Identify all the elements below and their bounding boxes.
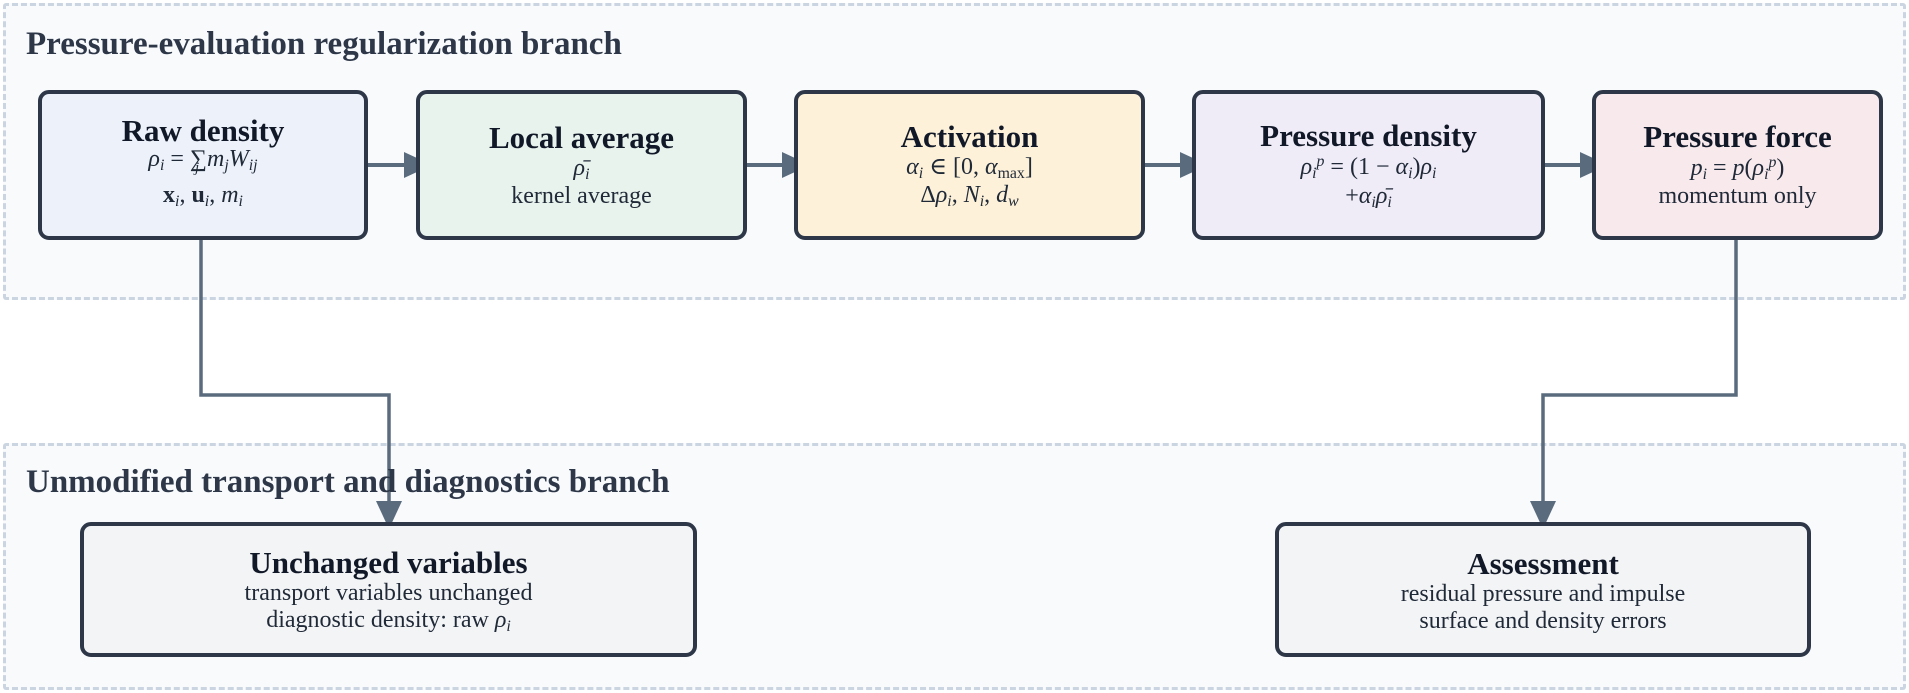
transport-diagnostics-branch-title: Unmodified transport and diagnostics bra… xyxy=(26,464,670,500)
unchanged-variables-line2: diagnostic density: raw ρi xyxy=(266,606,511,635)
pressure-force-node: Pressure force pi = p(ρip) momentum only xyxy=(1592,90,1883,240)
raw-density-variables: xi, ui, mi xyxy=(163,182,243,210)
unchanged-variables-line1: transport variables unchanged xyxy=(244,580,533,607)
local-average-description: kernel average xyxy=(511,183,652,210)
assessment-line1: residual pressure and impulse xyxy=(1400,581,1686,608)
assessment-line2: surface and density errors xyxy=(1419,607,1667,634)
activation-node: Activation αi ∈ [0, αmax] Δρi, Ni, dw xyxy=(794,90,1145,240)
unchanged-variables-title: Unchanged variables xyxy=(249,545,528,581)
pressure-density-title: Pressure density xyxy=(1260,118,1477,154)
activation-inputs: Δρi, Ni, dw xyxy=(920,182,1019,210)
assessment-title: Assessment xyxy=(1467,546,1619,582)
pressure-force-description: momentum only xyxy=(1658,183,1817,210)
local-average-symbol: ρ̄i xyxy=(573,154,590,183)
activation-title: Activation xyxy=(900,118,1039,154)
activation-range: αi ∈ [0, αmax] xyxy=(906,153,1033,182)
assessment-node: Assessment residual pressure and impulse… xyxy=(1275,522,1811,657)
local-average-title: Local average xyxy=(488,119,675,155)
raw-density-title: Raw density xyxy=(121,112,285,148)
pressure-density-formula-line1: ρip = (1 − αi)ρi xyxy=(1300,153,1437,183)
pressure-force-title: Pressure force xyxy=(1643,119,1832,155)
unchanged-variables-node: Unchanged variables transport variables … xyxy=(80,522,697,657)
local-average-node: Local average ρ̄i kernel average xyxy=(416,90,747,240)
regularization-branch-title: Pressure-evaluation regularization branc… xyxy=(26,26,622,62)
pressure-density-node: Pressure density ρip = (1 − αi)ρi +αiρ̄i xyxy=(1192,90,1545,240)
diagnostic-density-label: diagnostic density: raw xyxy=(266,606,489,633)
pressure-density-formula-line2: +αiρ̄i xyxy=(1345,182,1392,211)
pressure-force-formula: pi = p(ρip) xyxy=(1690,154,1785,184)
